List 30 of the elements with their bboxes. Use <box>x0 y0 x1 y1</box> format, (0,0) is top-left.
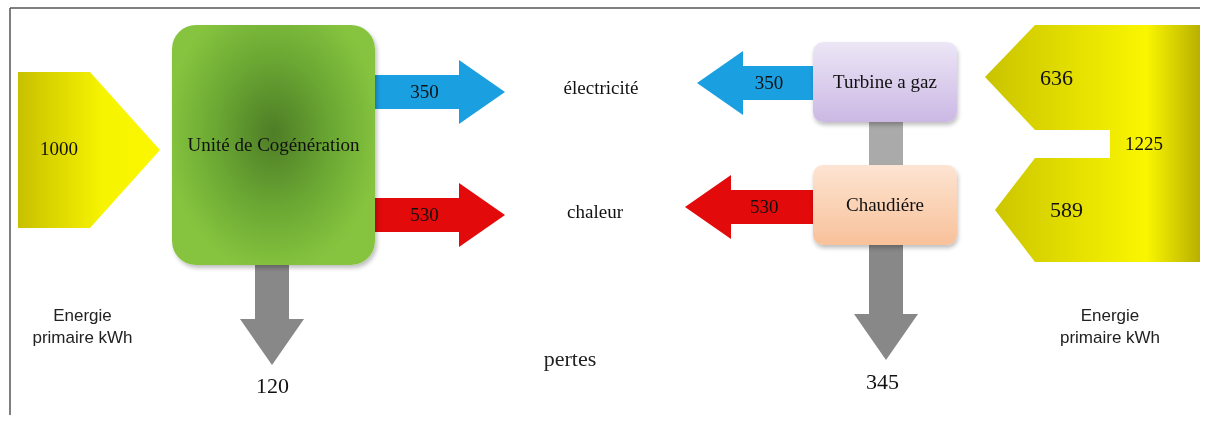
node-text: électricité <box>563 76 639 100</box>
node-text: chaleur <box>567 200 623 224</box>
block-arrow <box>685 175 813 239</box>
edge-label: 530 <box>750 196 779 218</box>
value-text: 589 <box>1050 197 1083 224</box>
block-arrow <box>697 51 813 115</box>
box-label: Unité de Cogénération <box>187 133 360 157</box>
input-fork-shape <box>985 25 1200 262</box>
process-box <box>813 165 957 245</box>
edge-label: 350 <box>754 72 784 94</box>
block-arrow <box>854 245 918 360</box>
block-arrow <box>375 60 505 124</box>
note-text: pertes <box>542 345 598 373</box>
connector-bar <box>869 122 903 165</box>
note-text: Energie primaire kWh <box>31 305 134 350</box>
note-text: Energie primaire kWh <box>1058 305 1162 350</box>
value-text: 1225 <box>1125 133 1163 156</box>
value-text: 1000 <box>40 138 78 161</box>
value-text: 636 <box>1040 65 1073 92</box>
block-arrow <box>375 183 505 247</box>
process-box <box>813 42 957 122</box>
edge-label: 350 <box>410 81 439 103</box>
box-label: Turbine a gaz <box>833 70 937 94</box>
node-text: 345 <box>866 368 899 396</box>
process-box <box>172 25 375 265</box>
block-arrow <box>240 265 304 365</box>
input-arrow-shape <box>18 72 160 228</box>
node-text: 120 <box>256 372 289 400</box>
edge-label: 530 <box>410 204 439 226</box>
box-label: Chaudiére <box>845 193 925 217</box>
